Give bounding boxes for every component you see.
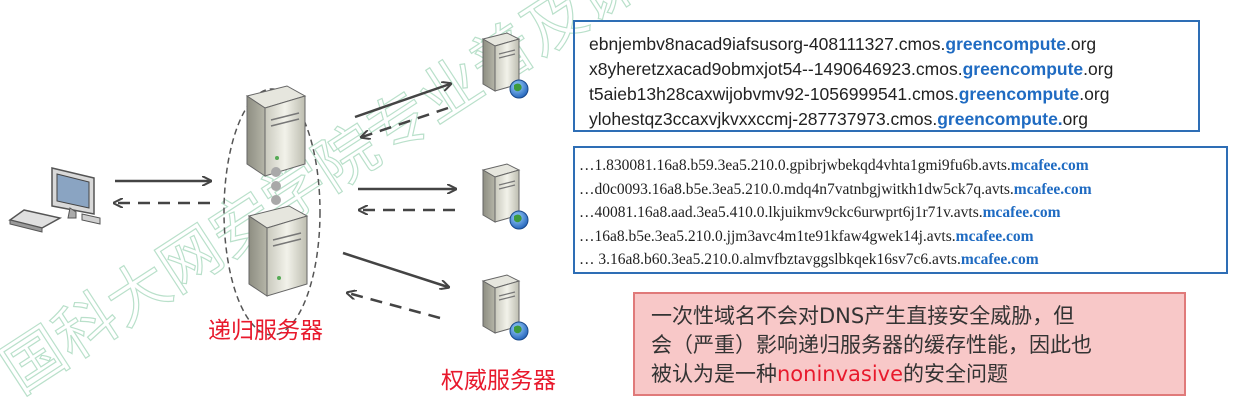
ellipsis-dots: [271, 167, 281, 205]
domain-row: …d0c0093.16a8.b5e.3ea5.210.0.mdq4n7vatnb…: [579, 180, 1092, 198]
domain-row: …40081.16a8.aad.3ea5.410.0.lkjuikmv9ckc6…: [579, 204, 1061, 221]
note-box: 一次性域名不会对DNS产生直接安全威胁，但 会（严重）影响递归服务器的缓存性能，…: [633, 292, 1186, 396]
globe-server-icon: [481, 32, 529, 99]
greencompute-domain-box: ebnjembv8nacad9iafsusorg-408111327.cmos.…: [573, 20, 1200, 132]
recursive-server-label: 递归服务器: [208, 318, 323, 344]
domain-row: …1.830081.16a8.b59.3ea5.210.0.gpibrjwbek…: [579, 157, 1089, 174]
recursive-server-group: [223, 88, 321, 336]
domain-row: …16a8.b5e.3ea5.210.0.jjm3avc4m1te91kfaw4…: [579, 227, 1034, 245]
arrow-query-top: [354, 84, 450, 119]
arrow-query-bottom: [342, 251, 448, 287]
globe-server-icon: [481, 274, 529, 341]
note-line: 一次性域名不会对DNS产生直接安全威胁，但: [651, 304, 1075, 328]
mcafee-domain-box: …1.830081.16a8.b59.3ea5.210.0.gpibrjwbek…: [573, 146, 1228, 274]
note-line: 被认为是一种noninvasive的安全问题: [651, 362, 1009, 386]
domain-row: x8yheretzxacad9obmxjot54--1490646923.cmo…: [589, 59, 1114, 79]
domain-row: t5aieb13h28caxwijobvmv92-1056999541.cmos…: [589, 84, 1110, 104]
note-line: 会（严重）影响递归服务器的缓存性能，因此也: [651, 333, 1092, 357]
arrow-reply-top: [362, 106, 449, 137]
client-computer-icon: [8, 167, 101, 233]
arrow-reply-bottom: [348, 293, 441, 320]
server-icon: [247, 205, 309, 297]
domain-row: ylohestqz3ccaxvjkvxxccmj-287737973.cmos.…: [589, 109, 1088, 129]
globe-server-icon: [481, 163, 529, 230]
domain-row: … 3.16a8.b60.3ea5.210.0.almvfbztavggslbk…: [579, 251, 1039, 268]
server-icon: [245, 85, 307, 177]
domain-row: ebnjembv8nacad9iafsusorg-408111327.cmos.…: [589, 34, 1097, 54]
authoritative-server-label: 权威服务器: [441, 368, 556, 394]
